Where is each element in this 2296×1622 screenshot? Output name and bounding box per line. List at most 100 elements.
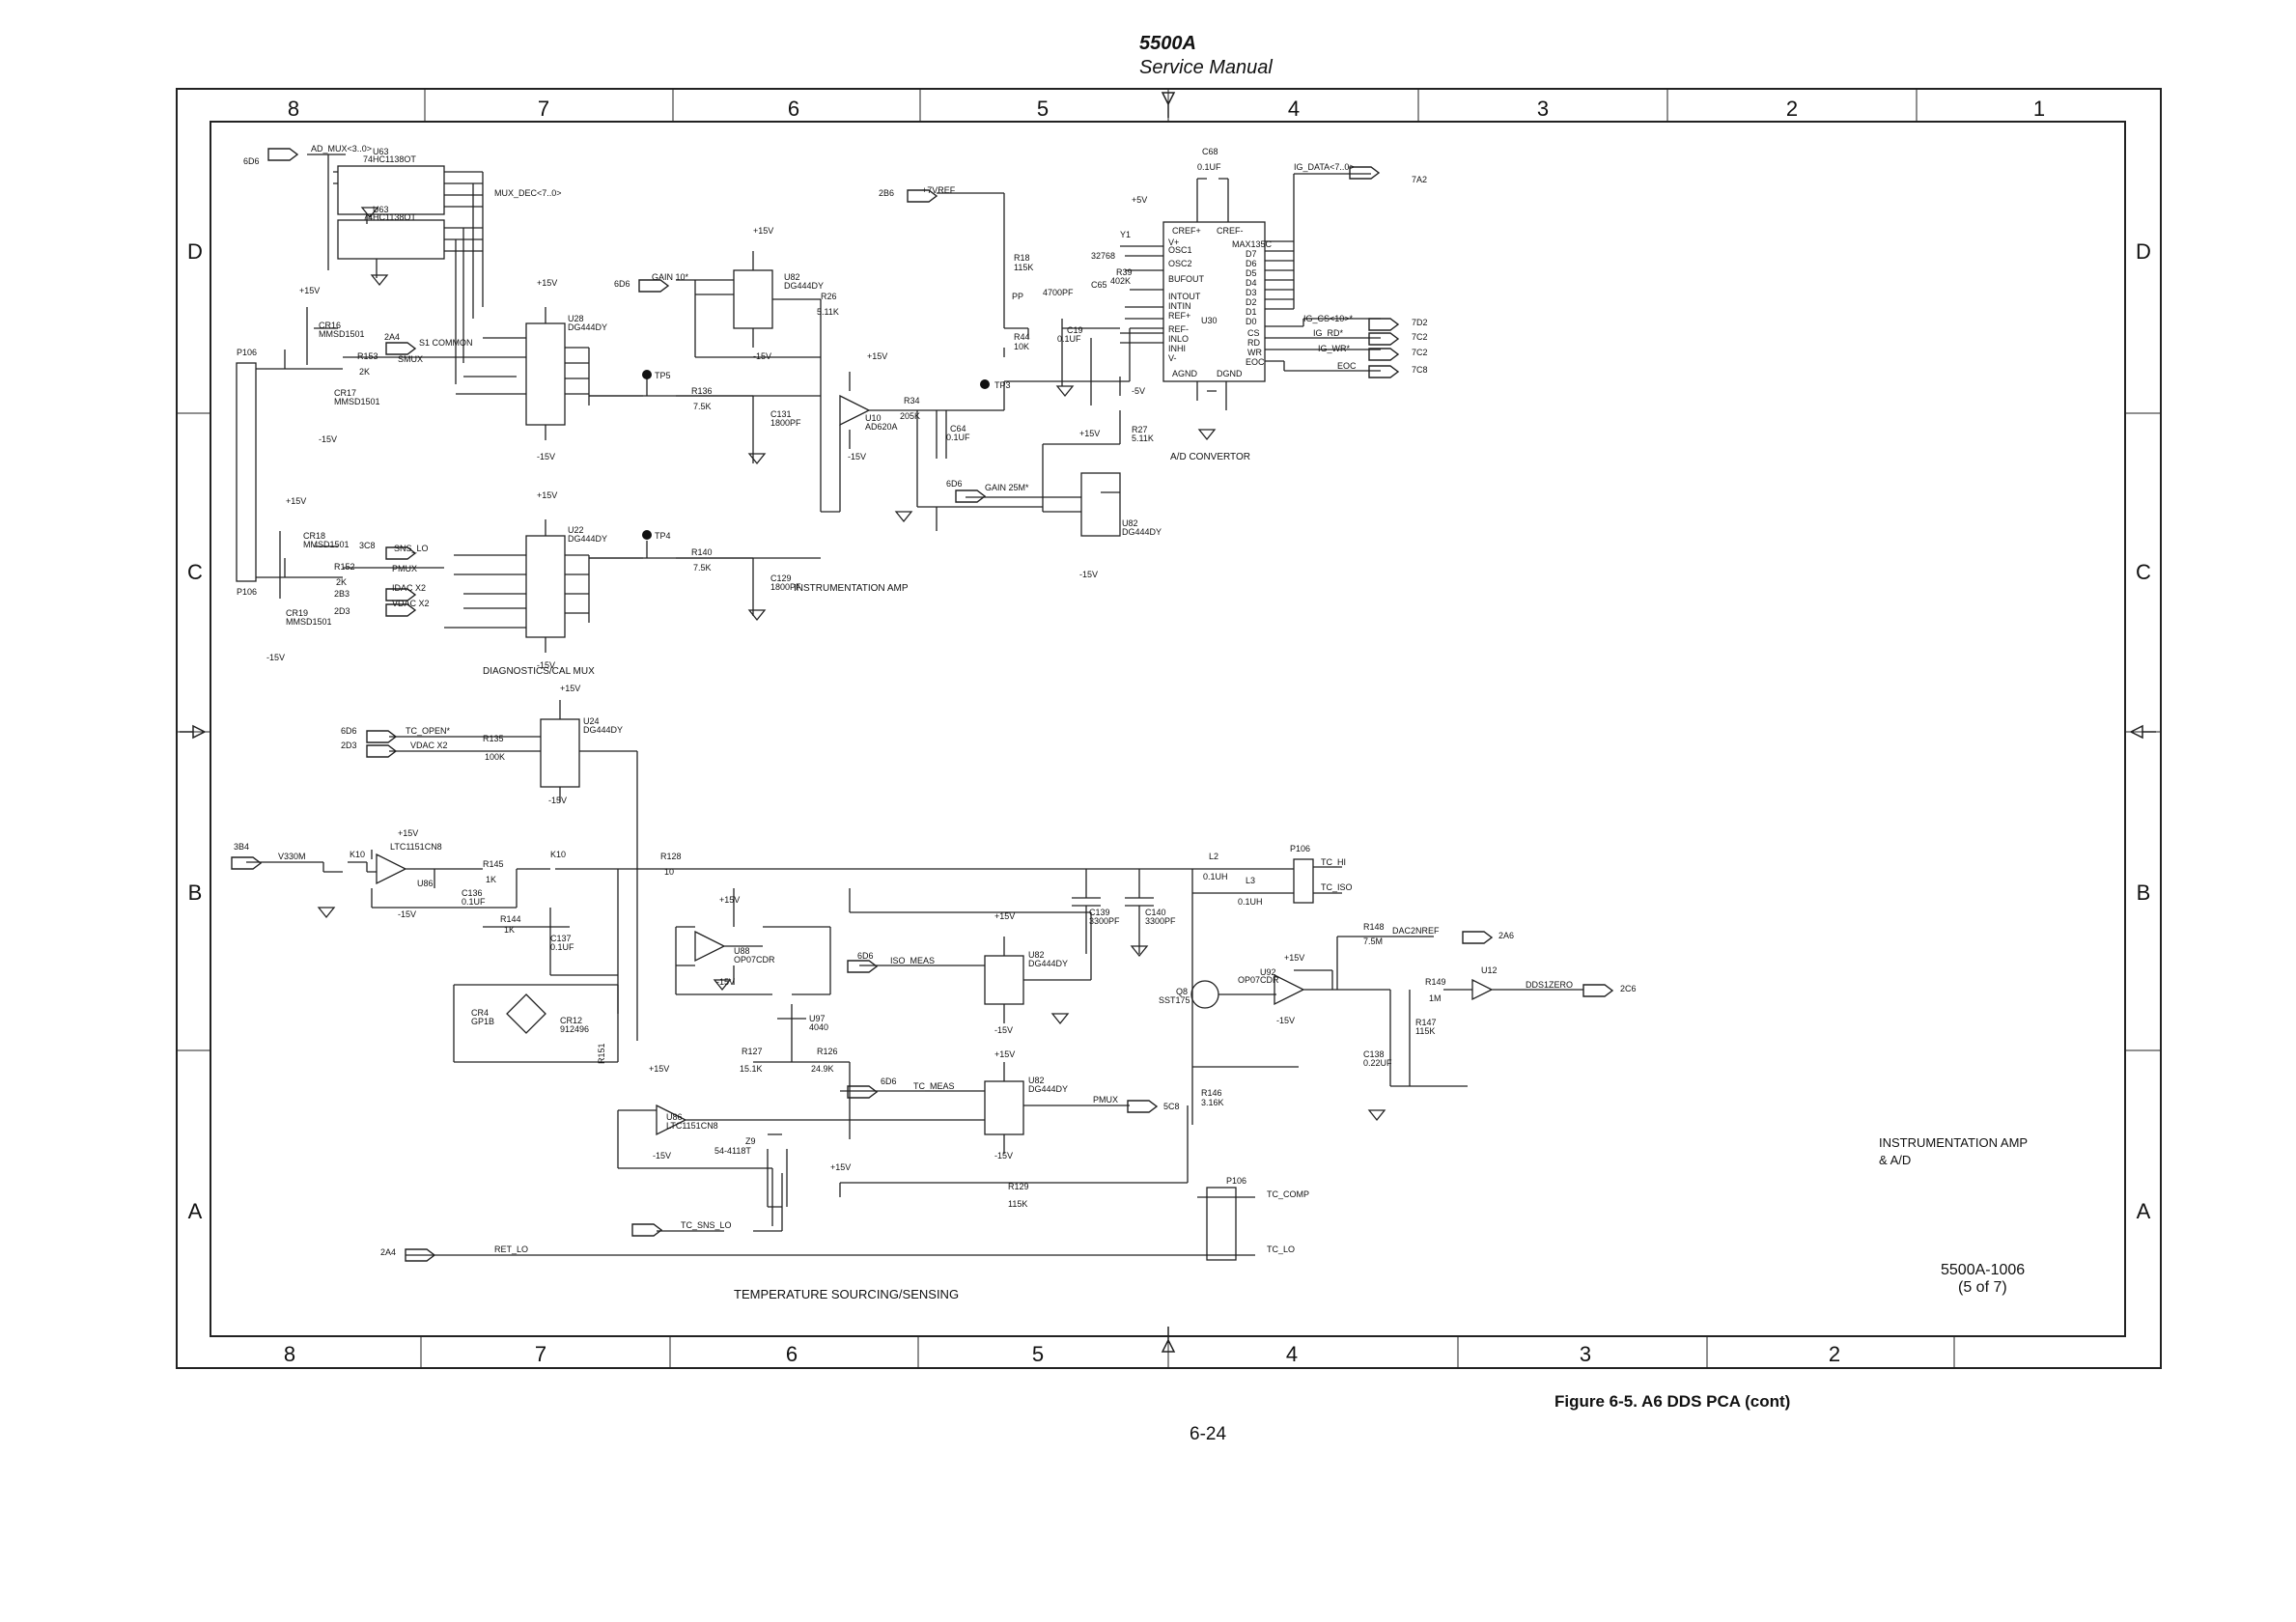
net-vref: +7VREF xyxy=(922,185,956,195)
u82c-ref: U82 xyxy=(1028,950,1045,960)
u82a-ref: U82 xyxy=(784,272,800,282)
u30-pin-crefp: CREF+ xyxy=(1172,226,1201,236)
r126-val: 24.9K xyxy=(811,1064,834,1074)
ref-2b6: 2B6 xyxy=(879,188,894,198)
sheet-title-2: & A/D xyxy=(1879,1153,1911,1167)
net-gain10: GAIN 10* xyxy=(652,272,689,282)
page-number: 6-24 xyxy=(1190,1424,1227,1444)
net-tc-iso: TC_ISO xyxy=(1321,882,1353,892)
schematic-labels: AD_MUX<3..0> MUX_DEC<7..0> S1 COMMON SMU… xyxy=(234,144,1637,1257)
c140-val: 3300PF xyxy=(1145,916,1176,926)
u30-pin-d4: D4 xyxy=(1246,278,1257,288)
net-tc-comp: TC_COMP xyxy=(1267,1189,1309,1199)
l2-ref: L2 xyxy=(1209,852,1218,861)
u30-pin-crefm: CREF- xyxy=(1217,226,1244,236)
u30-pin-d6: D6 xyxy=(1246,259,1257,268)
cr18-ref: CR18 xyxy=(303,531,325,541)
r26-val: 5.11K xyxy=(817,307,839,317)
pwr-p15-c: +15V xyxy=(537,278,557,288)
r135-ref: R135 xyxy=(483,734,504,743)
test-points xyxy=(642,370,990,540)
r152-val: 2K xyxy=(336,577,347,587)
p106a-ref: P106 xyxy=(237,348,257,357)
u30-pn: MAX135C xyxy=(1232,239,1273,249)
r39-ref: R39 xyxy=(1116,267,1133,277)
ref-7c2b: 7C2 xyxy=(1412,348,1428,357)
u30-pin-refp: REF+ xyxy=(1168,311,1190,321)
r127-ref: R127 xyxy=(742,1047,763,1056)
u82c-pn: DG444DY xyxy=(1028,959,1068,968)
pwr-p15-f: +15V xyxy=(867,351,887,361)
u30-pin-d1: D1 xyxy=(1246,307,1257,317)
ref-7d2: 7D2 xyxy=(1412,318,1428,327)
r127-val: 15.1K xyxy=(740,1064,763,1074)
u92-ref: U92 xyxy=(1260,967,1276,977)
r145-val: 1K xyxy=(486,875,496,884)
pwr-m15-m: -15V xyxy=(994,1151,1013,1161)
cr19-pn: MMSD1501 xyxy=(286,617,332,627)
cr16-ref: CR16 xyxy=(319,321,341,330)
drawing-number: 5500A-1006 xyxy=(1941,1262,2025,1278)
r44-val: 10K xyxy=(1014,342,1029,351)
ref-2a4a: 2A4 xyxy=(384,332,400,342)
z9-pn: 54-4118T xyxy=(714,1146,751,1156)
u30-pin-d7: D7 xyxy=(1246,249,1257,259)
pwr-p15-b: +15V xyxy=(286,496,306,506)
net-ig-data: IG_DATA<7..0> xyxy=(1294,162,1355,172)
ref-6d6a: 6D6 xyxy=(243,156,260,166)
col-bottom-6: 6 xyxy=(786,1342,798,1366)
u82b-pn: DG444DY xyxy=(1122,527,1162,537)
u30-pin-osc2: OSC2 xyxy=(1168,259,1192,268)
ref-6d6c: 6D6 xyxy=(341,726,357,736)
u22-ref: U22 xyxy=(568,525,584,535)
col-bottom-7: 7 xyxy=(535,1342,546,1366)
col-bottom-8: 8 xyxy=(284,1342,295,1366)
u30-pin-intout: INTOUT xyxy=(1168,292,1201,301)
k10a-ref: K10 xyxy=(350,850,365,859)
net-ig-cs: IG_CS<10>* xyxy=(1303,314,1354,323)
cr12-ref: CR12 xyxy=(560,1016,582,1025)
r27-ref: R27 xyxy=(1132,425,1148,434)
u30-pin-dgnd: DGND xyxy=(1217,369,1243,378)
u28-pn: DG444DY xyxy=(568,322,607,332)
c19-val: 0.1UF xyxy=(1057,334,1081,344)
ref-2d3a: 2D3 xyxy=(334,606,350,616)
r27-val: 5.11K xyxy=(1132,433,1154,443)
net-s1-common: S1 COMMON xyxy=(419,338,473,348)
pwr-p15-a: +15V xyxy=(299,286,320,295)
net-tc-lo: TC_LO xyxy=(1267,1244,1295,1254)
u28-ref: U28 xyxy=(568,314,584,323)
r126-ref: R126 xyxy=(817,1047,838,1056)
r18-val: 115K xyxy=(1014,263,1033,272)
u30-pin-inhi: INHI xyxy=(1168,344,1186,353)
doc-header: 5500A Service Manual xyxy=(1139,33,1273,79)
r145-ref: R145 xyxy=(483,859,504,869)
col-top-6: 6 xyxy=(788,97,799,121)
net-eoc: EOC xyxy=(1337,361,1357,371)
q8-pn: SST175 xyxy=(1159,995,1190,1005)
row-right-C: C xyxy=(2136,560,2151,584)
row-left-B: B xyxy=(188,881,203,905)
net-pp: PP xyxy=(1012,292,1023,301)
pwr-p15-g: +15V xyxy=(1079,429,1100,438)
r39-val: 402K xyxy=(1110,276,1131,286)
cr17-ref: CR17 xyxy=(334,388,356,398)
l2-val: 0.1UH xyxy=(1203,872,1228,881)
ref-6d6b: 6D6 xyxy=(614,279,630,289)
pwr-m15-b: -15V xyxy=(266,653,285,662)
r136-ref: R136 xyxy=(691,386,713,396)
tp3-ref: TP3 xyxy=(994,380,1011,390)
c131-ref: C131 xyxy=(770,409,792,419)
cr12-pn: 912496 xyxy=(560,1024,589,1034)
c65-ref: C65 xyxy=(1091,280,1107,290)
r135-val: 100K xyxy=(485,752,505,762)
col-bottom-2: 2 xyxy=(1829,1342,1840,1366)
zone-labels: 8 7 6 5 4 3 2 1 8 7 6 5 4 3 2 D C B A D … xyxy=(187,97,2151,1366)
r146-val: 3.16K xyxy=(1201,1098,1224,1107)
u10-ref: U10 xyxy=(865,413,882,423)
cr4-pn: GP1B xyxy=(471,1017,494,1026)
row-left-C: C xyxy=(187,560,203,584)
r44-ref: R44 xyxy=(1014,332,1030,342)
u88-pn: OP07CDR xyxy=(734,955,775,965)
ref-3c8: 3C8 xyxy=(359,541,376,550)
